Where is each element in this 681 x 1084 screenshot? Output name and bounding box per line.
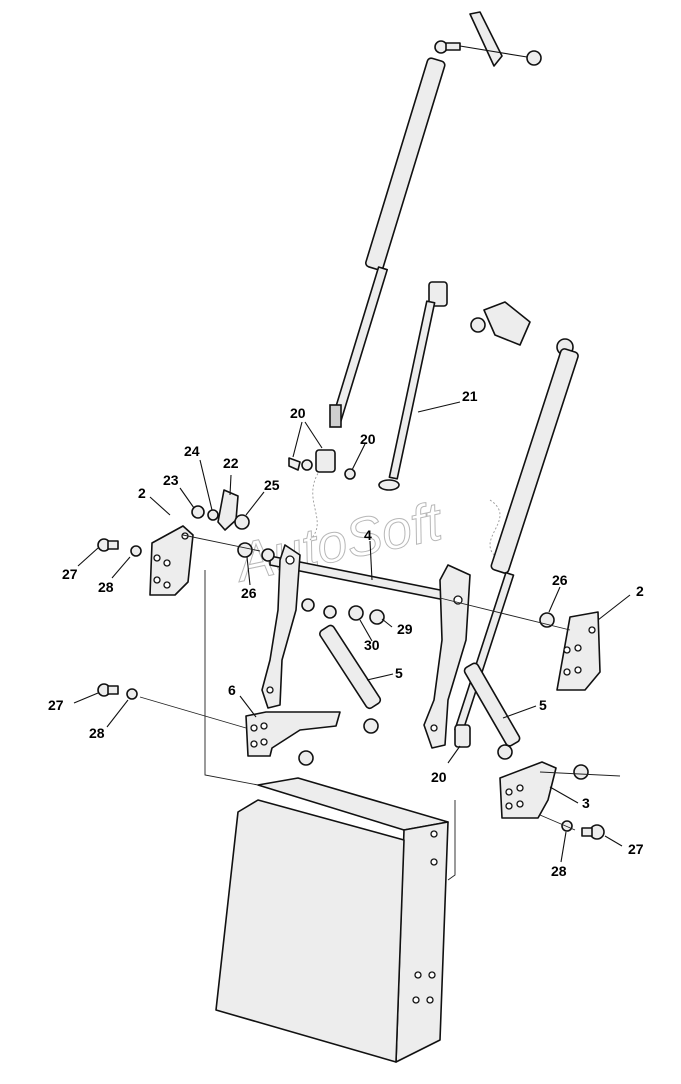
callout-30: 30 <box>364 637 380 653</box>
callout-24: 24 <box>184 443 200 459</box>
short-strut-right <box>463 662 521 760</box>
callout-labels: 2 2 3 4 5 5 6 20 20 20 21 22 23 24 25 26… <box>48 388 644 879</box>
hardware-cluster-22-25 <box>191 457 555 628</box>
gas-strut-upper-left <box>315 40 461 473</box>
callout-23: 23 <box>163 472 179 488</box>
bracket-2-right <box>556 611 601 691</box>
callout-26-left: 26 <box>241 585 257 601</box>
callout-5-left: 5 <box>395 665 403 681</box>
callout-21: 21 <box>462 388 478 404</box>
callout-29: 29 <box>397 621 413 637</box>
watermark-squiggle <box>309 469 501 561</box>
callout-2-right: 2 <box>636 583 644 599</box>
callout-28-a: 28 <box>98 579 114 595</box>
callout-28-c: 28 <box>551 863 567 879</box>
bracket-2-left <box>97 525 194 596</box>
callout-28-b: 28 <box>89 725 105 741</box>
callout-5-right: 5 <box>539 697 547 713</box>
callout-6: 6 <box>228 682 236 698</box>
callout-25: 25 <box>264 477 280 493</box>
assembly-lines <box>139 534 621 881</box>
callout-26-right: 26 <box>552 572 568 588</box>
bracket-6 <box>97 683 341 766</box>
short-strut-left <box>319 605 382 734</box>
lever-left <box>261 544 301 709</box>
callout-27-a: 27 <box>62 566 78 582</box>
callout-20-b: 20 <box>360 431 376 447</box>
callout-2-left: 2 <box>138 485 146 501</box>
rod-21 <box>378 281 448 491</box>
upper-bracket-top <box>459 11 542 67</box>
seat-block <box>215 777 449 1063</box>
callout-20-a: 20 <box>290 405 306 421</box>
callout-4: 4 <box>364 527 372 543</box>
bracket-3 <box>499 761 605 840</box>
leader-lines <box>73 401 631 863</box>
callout-3: 3 <box>582 795 590 811</box>
callout-27-c: 27 <box>628 841 644 857</box>
callout-22: 22 <box>223 455 239 471</box>
callout-20-c: 20 <box>431 769 447 785</box>
callout-27-b: 27 <box>48 697 64 713</box>
